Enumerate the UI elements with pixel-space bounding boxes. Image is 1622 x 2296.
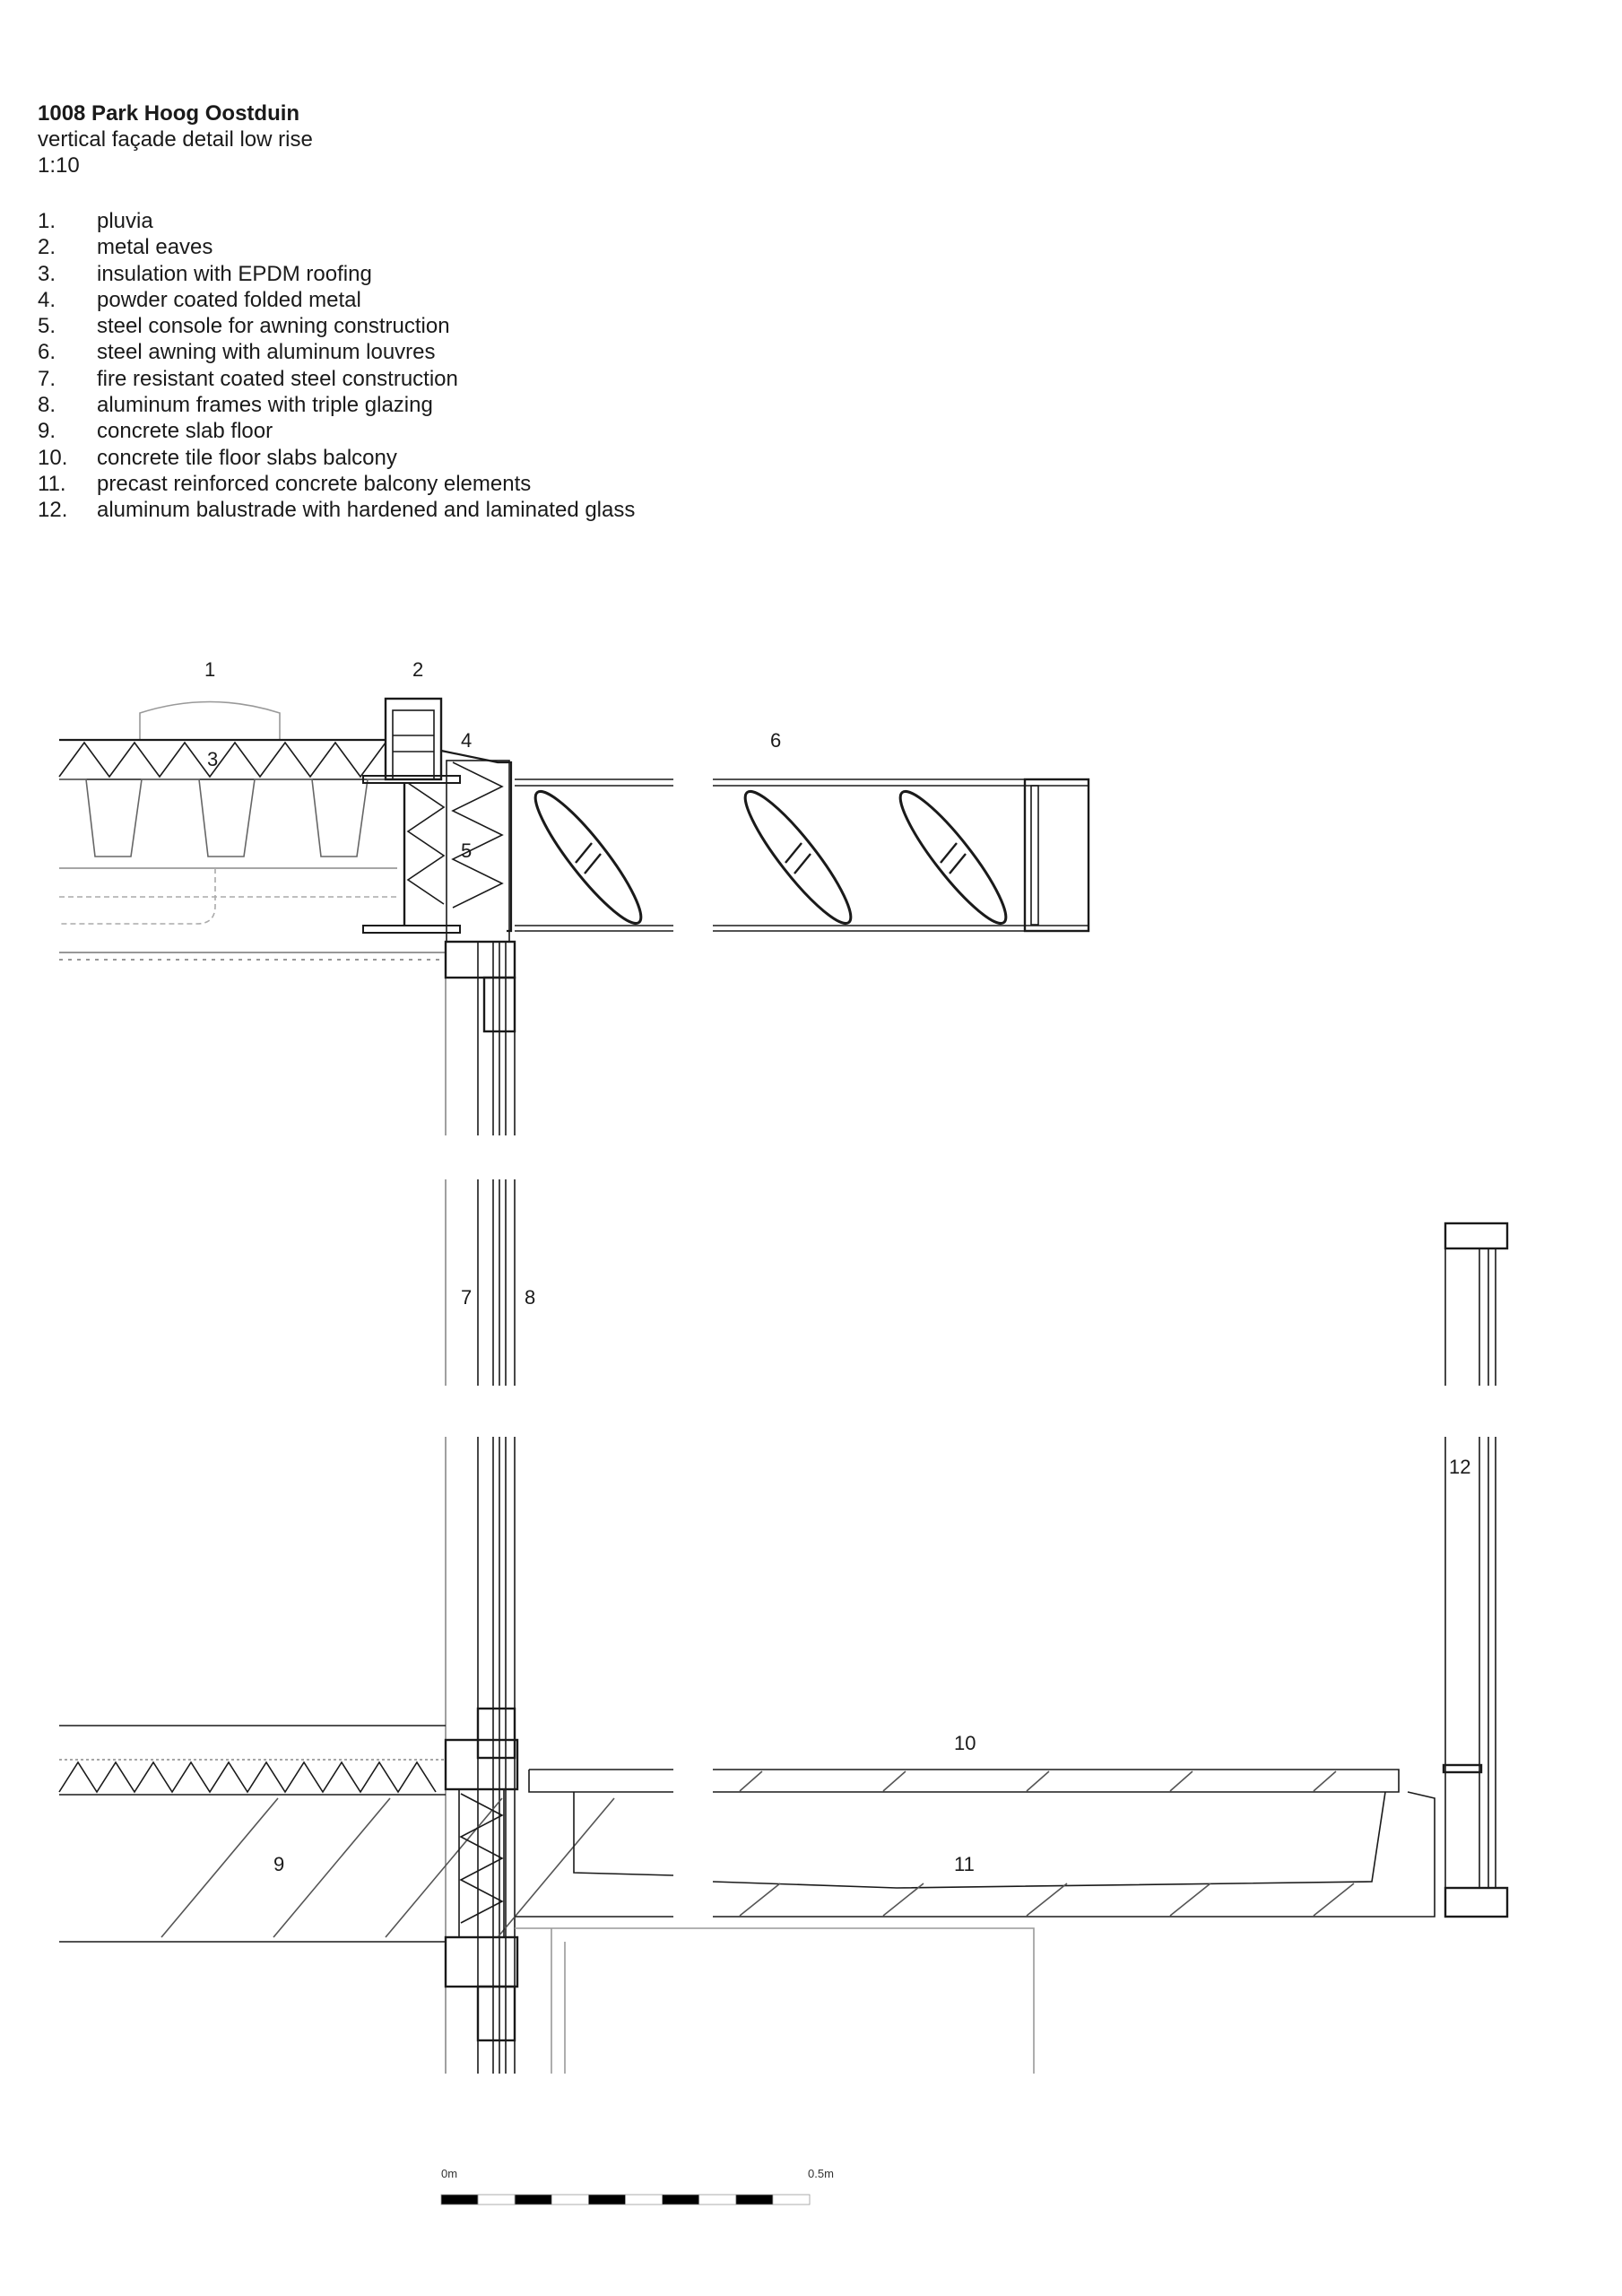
scale-segment xyxy=(625,2194,663,2205)
callout-3: 3 xyxy=(207,748,218,770)
legend-list: 1.pluvia 2.metal eaves 3.insulation with… xyxy=(38,208,635,524)
louvre-rib xyxy=(794,853,811,874)
scale-segment xyxy=(662,2194,700,2205)
hatch-line xyxy=(1026,1883,1068,1917)
legend-item: 11.precast reinforced concrete balcony e… xyxy=(38,471,532,496)
scale-end-label: 0.5m xyxy=(808,2167,834,2180)
louvre-blade xyxy=(743,789,853,926)
concrete-slab-floor xyxy=(58,1725,615,1943)
callout-1: 1 xyxy=(204,658,215,681)
drawing-scale: 1:10 xyxy=(38,153,80,178)
callout-8: 8 xyxy=(525,1286,535,1309)
scale-bar: 0m 0.5m xyxy=(440,2167,834,2205)
scale-segment xyxy=(772,2194,811,2205)
louvre-rib xyxy=(949,853,967,874)
legend-item: 3.insulation with EPDM roofing xyxy=(38,261,372,286)
louvre-rib xyxy=(584,853,602,874)
aluminum-balustrade xyxy=(1442,1222,1509,1918)
scale-start-label: 0m xyxy=(441,2167,457,2180)
hatch-line xyxy=(497,1797,615,1938)
hatch-line xyxy=(739,1770,763,1792)
legend-item: 5.steel console for awning construction xyxy=(38,314,450,339)
scale-segment xyxy=(440,2194,479,2205)
hatch-line xyxy=(385,1797,503,1938)
scale-segment xyxy=(514,2194,552,2205)
steel-awning xyxy=(515,778,1090,933)
louvre-rib xyxy=(940,842,958,864)
balcony xyxy=(515,1769,1436,2074)
callout-7: 7 xyxy=(461,1286,472,1309)
roof-deck-profile xyxy=(59,778,398,857)
callout-12: 12 xyxy=(1449,1456,1470,1478)
louvre-rib xyxy=(575,842,593,864)
folded-metal-cap xyxy=(440,749,513,933)
legend-item: 6.steel awning with aluminum louvres xyxy=(38,340,436,365)
drawing-header: 1008 Park Hoog Oostduin vertical façade … xyxy=(38,100,313,178)
scale-segment xyxy=(588,2194,626,2205)
hatch-line xyxy=(1169,1883,1211,1917)
hatch-line xyxy=(1313,1883,1355,1917)
hatch-line xyxy=(882,1883,924,1917)
hatch-line xyxy=(882,1770,906,1792)
callout-labels: 1 2 3 4 5 6 7 8 9 10 11 12 xyxy=(204,658,1470,1875)
scale-segment xyxy=(735,2194,774,2205)
drawing-subtitle: vertical façade detail low rise xyxy=(38,127,313,152)
legend-item: 1.pluvia xyxy=(38,209,153,233)
hatch-line xyxy=(160,1797,279,1938)
hatch-line xyxy=(1313,1770,1337,1792)
hatch-line xyxy=(739,1883,781,1917)
metal-eaves xyxy=(384,697,443,781)
hatch-line xyxy=(273,1797,391,1938)
callout-5: 5 xyxy=(461,839,472,862)
callout-4: 4 xyxy=(461,729,472,752)
pluvia-dome xyxy=(139,700,281,740)
window-profiles xyxy=(444,940,519,2042)
louvre-blade xyxy=(898,789,1008,926)
roof-assembly xyxy=(58,700,446,961)
legend-item: 12.aluminum balustrade with hardened and… xyxy=(38,498,636,523)
louvre-rib xyxy=(785,842,802,864)
scale-segment xyxy=(698,2194,737,2205)
legend-item: 7.fire resistant coated steel constructi… xyxy=(38,366,458,391)
callout-9: 9 xyxy=(273,1853,284,1875)
legend-item: 9.concrete slab floor xyxy=(38,419,273,444)
callout-10: 10 xyxy=(954,1732,976,1754)
legend-item: 8.aluminum frames with triple glazing xyxy=(38,393,433,418)
hatch-line xyxy=(1026,1770,1050,1792)
hatch-line xyxy=(1169,1770,1193,1792)
callout-2: 2 xyxy=(412,658,423,681)
aluminum-louvres xyxy=(533,789,1008,926)
roof-insulation xyxy=(58,741,386,778)
project-title: 1008 Park Hoog Oostduin xyxy=(38,101,300,126)
callout-6: 6 xyxy=(770,729,781,752)
scale-segment xyxy=(551,2194,589,2205)
legend-item: 4.powder coated folded metal xyxy=(38,287,361,312)
legend-item: 10.concrete tile floor slabs balcony xyxy=(38,445,397,470)
louvre-blade xyxy=(533,789,643,926)
legend-item: 2.metal eaves xyxy=(38,235,213,260)
callout-11: 11 xyxy=(954,1853,975,1875)
scale-segment xyxy=(477,2194,516,2205)
